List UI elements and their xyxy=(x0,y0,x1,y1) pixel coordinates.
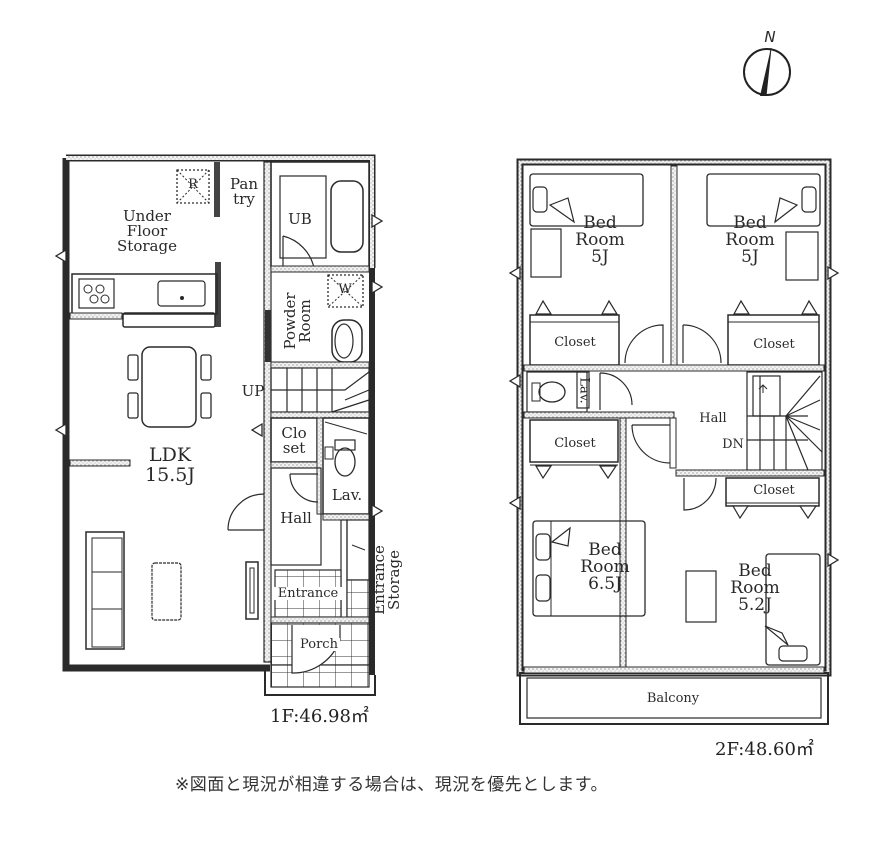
ldk-label: LDK xyxy=(148,444,192,466)
bedroom-nw-label: Bed Room 5J xyxy=(575,213,625,267)
under-floor-storage-label: Under Floor Storage xyxy=(117,207,177,255)
bedroom-se-label: Bed Room 5.2J xyxy=(730,561,780,615)
washer-label: W xyxy=(338,282,352,297)
pantry-label: Pan try xyxy=(229,175,259,208)
closet-se-label: Closet xyxy=(753,483,795,498)
storage-hatch-label: R xyxy=(188,177,198,192)
stairs-down-label: DN xyxy=(722,437,744,452)
bedroom-ne-label: Bed Room 5J xyxy=(725,213,775,267)
balcony-label: Balcony xyxy=(646,691,700,706)
floor-1-plan xyxy=(54,154,384,696)
lavatory-2f-label: Lav. xyxy=(576,377,592,404)
unit-bath-label: UB xyxy=(288,210,312,228)
closet-nw-label: Closet xyxy=(554,335,596,350)
lavatory-1f-label: Lav. xyxy=(331,486,363,504)
closet-1f-label: Clo set xyxy=(281,424,307,457)
powder-room-label: Powder Room xyxy=(281,292,314,350)
north-label: N xyxy=(764,28,776,46)
north-arrow-icon xyxy=(743,47,791,97)
disclaimer-note: ※図面と現況が相違する場合は、現況を優先とします。 xyxy=(175,775,609,795)
entrance-label: Entrance xyxy=(274,587,342,600)
bedroom-sw-label: Bed Room 6.5J xyxy=(580,540,630,594)
ldk-size-label: 15.5J xyxy=(145,464,195,486)
closet-mid-label: Closet xyxy=(554,436,596,451)
hall-1f-label: Hall xyxy=(280,509,312,527)
hall-2f-label: Hall xyxy=(699,411,727,426)
entrance-storage-label: Entrance Storage xyxy=(370,545,403,615)
porch-label: Porch xyxy=(298,638,340,651)
floor-2-area: 2F:48.60㎡ xyxy=(715,739,814,760)
floor-1-area: 1F:46.98㎡ xyxy=(270,706,369,727)
closet-ne-label: Closet xyxy=(753,337,795,352)
stairs-up-label: UP xyxy=(241,382,265,400)
floor-2-plan xyxy=(508,158,840,725)
